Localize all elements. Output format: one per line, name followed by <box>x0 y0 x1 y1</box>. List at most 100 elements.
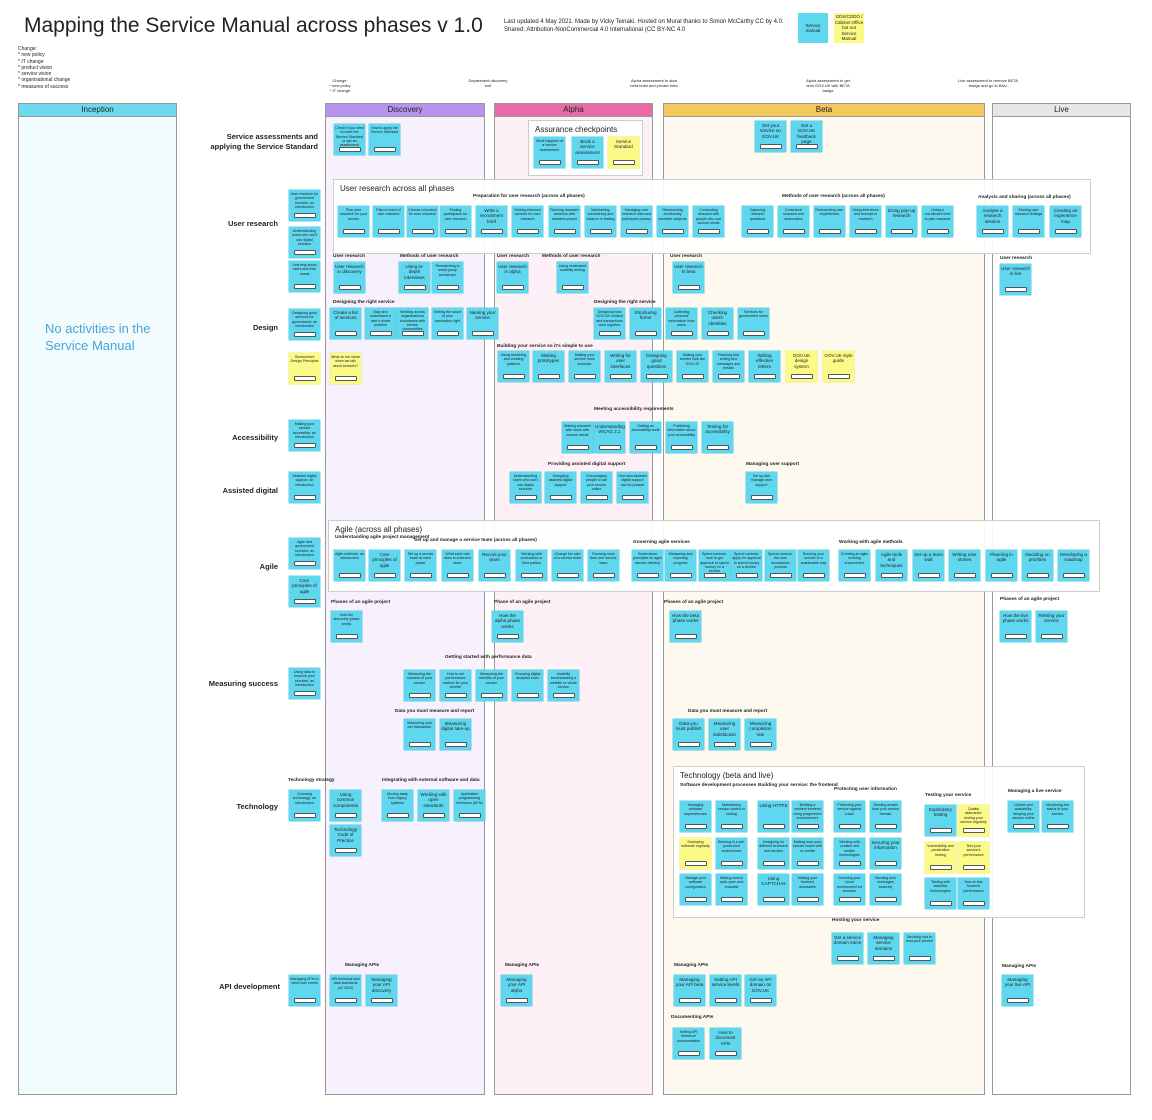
open-link-button[interactable] <box>875 897 897 902</box>
sticky-get-a-gov-uk-feedback-page[interactable]: Get a GOV.UK feedback page <box>791 121 822 152</box>
sticky-manage-your-software-configuration[interactable]: Manage your software configuration <box>680 874 711 905</box>
sticky-data-you-must-publish[interactable]: Data you must publish <box>673 719 704 750</box>
open-link-button[interactable] <box>577 160 599 165</box>
open-link-button[interactable] <box>678 1051 700 1056</box>
open-link-button[interactable] <box>839 824 861 829</box>
open-link-button[interactable] <box>599 445 621 450</box>
open-link-button[interactable] <box>1027 573 1049 578</box>
sticky-change-the-size-of-a-service-team[interactable]: Change the size of a service team <box>552 550 583 581</box>
open-link-button[interactable] <box>539 160 561 165</box>
open-link-button[interactable] <box>803 573 825 578</box>
open-link-button[interactable] <box>1047 824 1069 829</box>
sticky-setting-api-service-levels[interactable]: Setting API service levels <box>710 975 741 1006</box>
open-link-button[interactable] <box>927 229 949 234</box>
sticky-get-an-api-domain-on-gov-uk[interactable]: Get an API domain on GOV.UK <box>745 975 776 1006</box>
open-link-button[interactable] <box>671 445 693 450</box>
sticky-writing-for-user-interfaces[interactable]: Writing for user interfaces <box>605 351 636 382</box>
open-link-button[interactable] <box>562 285 584 290</box>
sticky-finding-participants-for-user-research[interactable]: Finding participants for user research <box>440 206 471 237</box>
open-link-button[interactable] <box>574 374 596 379</box>
sticky-measuring-the-benefits-of-your-service[interactable]: Measuring the benefits of your service <box>476 670 507 701</box>
sticky-deciding-on-priorities[interactable]: Deciding on priorities <box>1022 550 1053 581</box>
sticky-doing-pop-up-research[interactable]: Doing pop-up research <box>886 206 917 237</box>
open-link-button[interactable] <box>1055 229 1077 234</box>
sticky-set-up-and-manage-user-support[interactable]: Set up and manage user support <box>746 472 777 503</box>
open-link-button[interactable] <box>791 374 813 379</box>
open-link-button[interactable] <box>335 998 357 1003</box>
sticky-checking-users-identities[interactable]: Checking users' identities <box>702 308 733 339</box>
sticky-set-up-a-service-team-at-each-phase[interactable]: Set up a service team at each phase <box>405 550 436 581</box>
open-link-button[interactable] <box>685 824 707 829</box>
open-link-button[interactable] <box>481 229 503 234</box>
open-link-button[interactable] <box>294 332 316 337</box>
open-link-button[interactable] <box>294 691 316 696</box>
sticky-how-to-apply-the-service-standard[interactable]: How to apply the Service Standard <box>369 124 400 155</box>
open-link-button[interactable] <box>718 374 740 379</box>
open-link-button[interactable] <box>1005 634 1027 639</box>
open-link-button[interactable] <box>410 573 432 578</box>
sticky-using-sketching-and-creating-patterns[interactable]: Using sketching and creating patterns <box>498 351 529 382</box>
sticky-managing-your-api-alpha[interactable]: Managing your API alpha <box>501 975 532 1006</box>
sticky-designing-good-questions[interactable]: Designing good questions <box>641 351 672 382</box>
open-link-button[interactable] <box>1041 634 1063 639</box>
sticky-securing-your-cloud-environment-for-serv[interactable]: Securing your cloud environment for serv… <box>834 874 865 905</box>
open-link-button[interactable] <box>963 865 985 870</box>
open-link-button[interactable] <box>557 573 579 578</box>
open-link-button[interactable] <box>409 693 431 698</box>
sticky-managing-software-dependencies[interactable]: Managing software dependencies <box>680 801 711 832</box>
open-link-button[interactable] <box>554 229 576 234</box>
open-link-button[interactable] <box>954 573 976 578</box>
sticky-managing-user-research-data-and-particip[interactable]: Managing user research data and particip… <box>621 206 652 237</box>
sticky-using-https[interactable]: Using HTTPS <box>758 801 789 832</box>
sticky-create-a-list-of-services[interactable]: Create a list of services <box>330 308 361 339</box>
open-link-button[interactable] <box>678 742 700 747</box>
open-link-button[interactable] <box>593 573 615 578</box>
sticky-choosing-technology-an-introduction[interactable]: Choosing technology: an introduction <box>289 790 320 821</box>
sticky-agile-tools-and-techniques[interactable]: Agile tools and techniques <box>876 550 907 581</box>
sticky-testing-for-accessibility[interactable]: Testing for accessibility <box>702 422 733 453</box>
open-link-button[interactable] <box>721 861 743 866</box>
sticky-working-in-a-pre-production-environment[interactable]: Working in a pre-production environment <box>716 838 747 869</box>
open-link-button[interactable] <box>982 229 1004 234</box>
sticky-managing-service-domains[interactable]: Managing service domains <box>868 933 899 964</box>
sticky-designing-for-different-browsers-and-dev[interactable]: Designing for different browsers and dev… <box>758 838 789 869</box>
sticky-getting-an-accessibility-audit[interactable]: Getting an accessibility audit <box>630 422 661 453</box>
open-link-button[interactable] <box>517 693 539 698</box>
sticky-spend-controls-apply-for-approval-to-spe[interactable]: Spend controls: apply for approval to sp… <box>731 550 762 581</box>
sticky-moving-away-from-legacy-systems[interactable]: Moving away from legacy systems <box>382 790 413 821</box>
sticky-conducting-research-with-people-who-use-[interactable]: Conducting research with people who use … <box>693 206 724 237</box>
sticky-measuring-and-reporting-progress[interactable]: Measuring and reporting progress <box>665 550 696 581</box>
sticky-check-if-you-need-to-meet-the-service-st[interactable]: Check if you need to meet the Service St… <box>334 124 365 155</box>
open-link-button[interactable] <box>930 901 952 906</box>
sticky-plan-a-round-of-user-research[interactable]: Plan a round of user research <box>373 206 404 237</box>
open-link-button[interactable] <box>550 495 572 500</box>
sticky-spend-controls-the-user-acceptance-proce[interactable]: Spend controls: the user acceptance proc… <box>765 550 796 581</box>
sticky-understanding-wcag-2-1[interactable]: Understanding WCAG 2.1 <box>594 422 625 453</box>
open-link-button[interactable] <box>343 229 365 234</box>
open-link-button[interactable] <box>335 813 357 818</box>
sticky-user-research-in-beta[interactable]: User research in beta <box>673 262 704 293</box>
sticky-working-with-open-standards[interactable]: Working with open standards <box>418 790 449 821</box>
sticky-vulnerability-and-penetration-testing[interactable]: Vulnerability and penetration testing <box>925 842 956 873</box>
open-link-button[interactable] <box>678 285 700 290</box>
open-link-button[interactable] <box>626 229 648 234</box>
sticky-making-your-service-more-inclusive[interactable]: Making your service more inclusive <box>569 351 600 382</box>
open-link-button[interactable] <box>538 374 560 379</box>
sticky-using-a-recruitment-brief-to-plan-resear[interactable]: Using a recruitment brief to plan resear… <box>922 206 953 237</box>
open-link-button[interactable] <box>707 445 729 450</box>
open-link-button[interactable] <box>635 445 657 450</box>
open-link-button[interactable] <box>1013 824 1035 829</box>
sticky-analyse-a-research-session[interactable]: Analyse a research session <box>977 206 1008 237</box>
sticky-core-principles-of-agile[interactable]: Core principles of agile <box>289 576 320 607</box>
sticky-measuring-completion-rate[interactable]: Measuring completion rate <box>745 719 776 750</box>
sticky-assisted-digital-support-an-introduction[interactable]: Assisted digital support: an introductio… <box>289 472 320 503</box>
open-link-button[interactable] <box>613 160 635 165</box>
open-link-button[interactable] <box>404 285 426 290</box>
sticky-encouraging-people-to-use-your-service-o[interactable]: Encouraging people to use your service o… <box>581 472 612 503</box>
sticky-test-your-service-s-performance[interactable]: Test your service's performance <box>958 842 989 873</box>
sticky-researching-emotionally-sensitive-subjec[interactable]: Researching emotionally sensitive subjec… <box>657 206 688 237</box>
sticky-measuring-digital-take-up[interactable]: Measuring digital take-up <box>440 719 471 750</box>
sticky-monitoring-the-status-of-your-service[interactable]: Monitoring the status of your service <box>1042 801 1073 832</box>
sticky-spend-controls-how-to-get-approval-to-sp[interactable]: Spend controls: how to get approval to s… <box>699 550 730 581</box>
sticky-user-research-in-alpha[interactable]: User research in alpha <box>497 262 528 293</box>
